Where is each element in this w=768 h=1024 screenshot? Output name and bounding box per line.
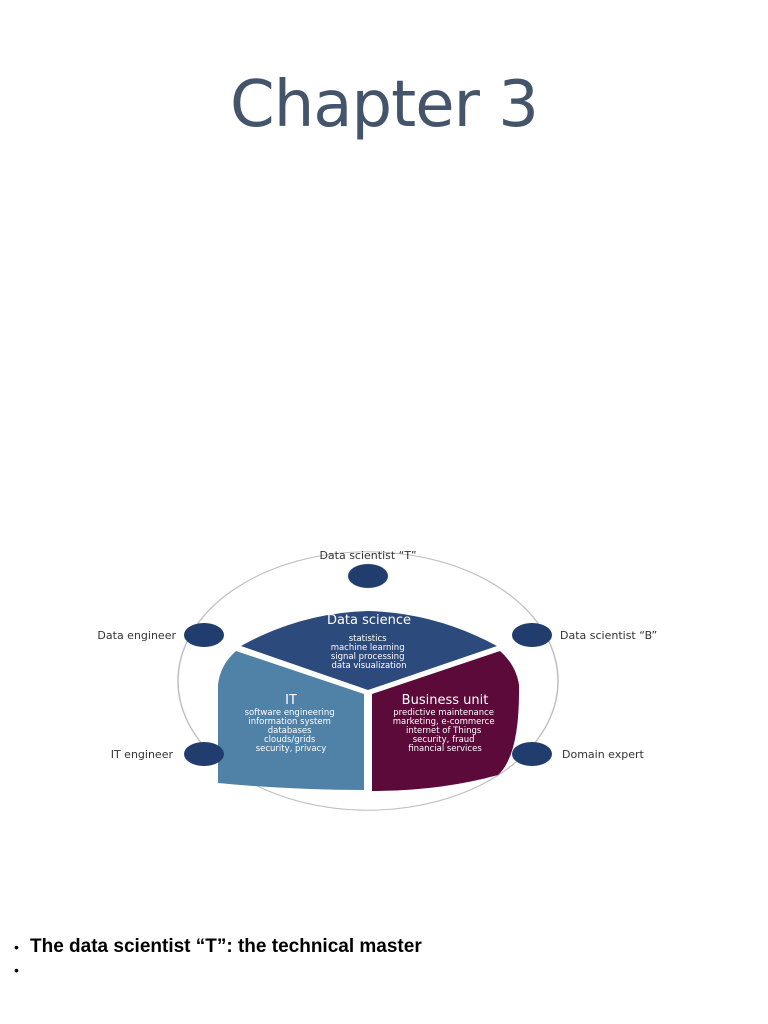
bu-item: internet of Things [406, 726, 482, 736]
it-item: databases [268, 726, 312, 736]
label-data-scientist-b: Data scientist “B” [560, 629, 657, 642]
node-data-scientist-b [512, 623, 552, 647]
label-data-engineer: Data engineer [97, 629, 176, 642]
it-item: clouds/grids [264, 735, 316, 745]
svg-text:predictive maintenance mar: predictive maintenance marketing, e-comm… [393, 708, 498, 754]
label-it-engineer: IT engineer [111, 748, 174, 761]
label-data-scientist-t: Data scientist “T” [319, 549, 416, 562]
heading-it: IT [285, 693, 297, 708]
bullet-text: The data scientist “T”: the technical ma… [30, 936, 422, 957]
node-data-engineer [184, 623, 224, 647]
bullet-dot: • [14, 962, 19, 978]
outer-ring [177, 551, 559, 811]
it-item: software engineering [245, 708, 335, 718]
it-item: security, privacy [256, 744, 327, 754]
heading-data-science: Data science [327, 613, 411, 628]
segment-business [372, 651, 520, 791]
label-domain-expert: Domain expert [562, 748, 645, 761]
node-data-scientist-t [348, 564, 388, 588]
bullet-item: • [14, 962, 754, 988]
it-item: information system [248, 717, 331, 727]
heading-business: Business unit [402, 693, 489, 708]
ds-item: signal processing [331, 652, 405, 662]
ds-item: statistics [349, 634, 387, 644]
svg-text:statistics machine learnin: statistics machine learning signal proce… [331, 634, 408, 671]
slide-title: Chapter 3 [230, 68, 539, 142]
bullet-list: • The data scientist “T”: the technical … [14, 936, 754, 988]
segment-it [218, 651, 364, 790]
node-it-engineer [184, 742, 224, 766]
bu-item: marketing, e-commerce [393, 717, 495, 727]
segment-data-science [241, 611, 497, 690]
ds-item: machine learning [331, 643, 405, 653]
bu-item: security, fraud [413, 735, 475, 745]
bullet-item: • The data scientist “T”: the technical … [14, 936, 754, 962]
node-domain-expert [512, 742, 552, 766]
bu-item: financial services [408, 744, 482, 754]
bullet-dot: • [14, 939, 19, 955]
data-science-team-diagram: Data scientist “T” Data engineer Data sc… [97, 549, 657, 811]
ds-item: data visualization [332, 661, 407, 671]
svg-text:software engineering infor: software engineering information system … [245, 708, 338, 754]
bu-item: predictive maintenance [393, 708, 494, 718]
